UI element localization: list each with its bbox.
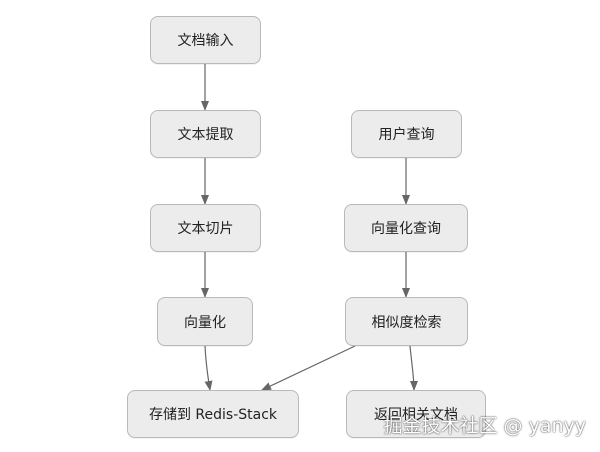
node-similarity-search: 相似度检索 xyxy=(345,297,468,346)
node-vector-query-label: 向量化查询 xyxy=(371,221,441,237)
node-text-extract: 文本提取 xyxy=(150,110,261,158)
node-text-extract-label: 文本提取 xyxy=(177,127,234,143)
edge-vectorize-to-store xyxy=(204,345,213,391)
node-doc-input: 文档输入 xyxy=(150,16,261,64)
node-text-split: 文本切片 xyxy=(150,204,261,252)
node-vectorize: 向量化 xyxy=(157,297,253,346)
node-user-query-label: 用户查询 xyxy=(378,127,435,143)
node-similarity-search-label: 相似度检索 xyxy=(371,314,442,331)
node-store-redis: 存储到 Redis-Stack xyxy=(127,390,299,438)
node-return-docs-label: 返回相关文档 xyxy=(374,407,458,423)
node-doc-input-label: 文档输入 xyxy=(177,33,234,49)
node-store-redis-label: 存储到 Redis-Stack xyxy=(148,407,278,423)
edge-similarity-to-return-docs xyxy=(409,345,418,391)
node-user-query: 用户查询 xyxy=(351,110,462,158)
watermark: 掘金技术社区 @ yanyy xyxy=(383,415,587,437)
node-vectorize-label: 向量化 xyxy=(184,314,226,331)
edge-similarity-to-store xyxy=(261,345,356,391)
node-text-split-label: 文本切片 xyxy=(177,221,234,237)
node-vector-query: 向量化查询 xyxy=(344,204,468,252)
node-return-docs: 返回相关文档 xyxy=(346,390,486,438)
